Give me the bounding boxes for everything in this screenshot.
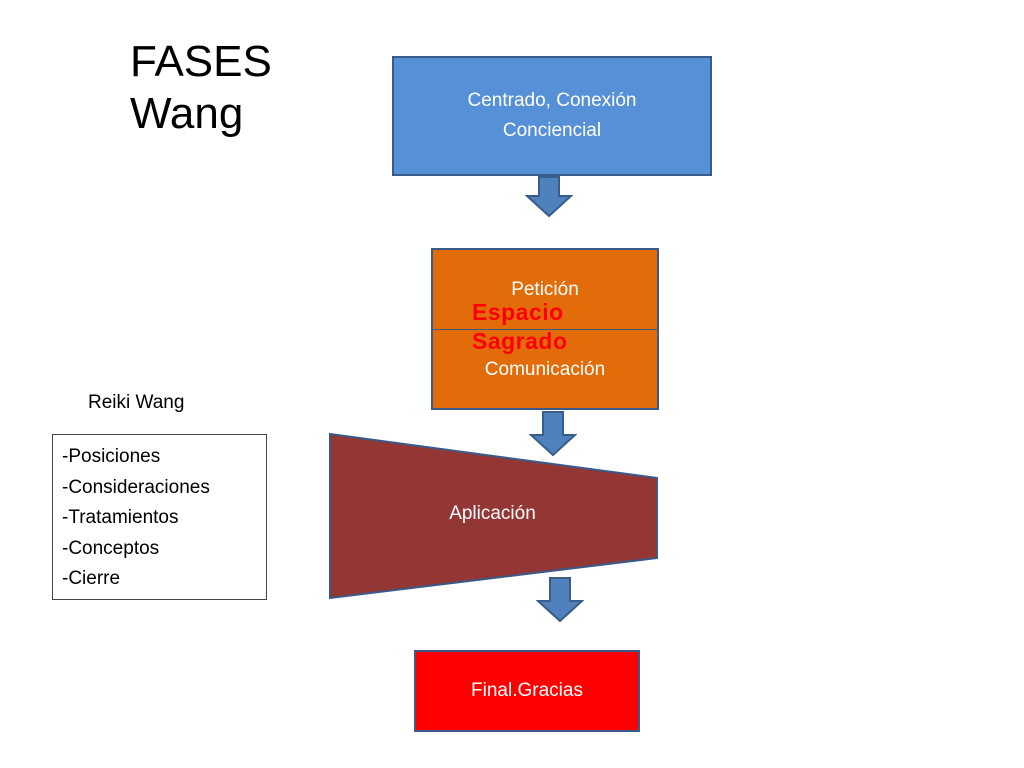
list-item: -Cierre xyxy=(62,568,121,589)
arrow-down-icon xyxy=(529,411,577,457)
page-title: FASES Wang xyxy=(130,36,272,140)
list-item: -Conceptos xyxy=(62,537,160,559)
step-aplicacion-label: Aplicación xyxy=(449,503,536,524)
list-item: -Consideraciones xyxy=(62,476,210,498)
step-centrado-label: Centrado, Conexión Conciencial xyxy=(467,90,637,141)
title-line-2: Wang xyxy=(130,89,244,138)
step-peticion-label: Petición xyxy=(511,278,579,300)
step-comunicacion-label: Comunicación xyxy=(484,358,606,380)
espacio-sagrado-label: Espacio Sagrado xyxy=(472,299,568,354)
list-item: -Posiciones xyxy=(62,446,161,467)
step-final-box: Final.Gracias xyxy=(414,650,640,732)
step-final-label: Final.Gracias xyxy=(471,680,583,701)
reiki-list-box: -Posiciones -Consideraciones -Tratamient… xyxy=(52,434,267,600)
title-line-1: FASES xyxy=(130,37,272,86)
aplicacion-trapezoid xyxy=(329,432,658,600)
step-peticion-comunicacion-box: Petición Comunicación xyxy=(431,248,659,410)
list-item: -Tratamientos xyxy=(62,507,179,528)
arrow-down-icon xyxy=(536,577,584,623)
reiki-wang-label: Reiki Wang xyxy=(88,392,185,413)
arrow-down-icon xyxy=(525,176,573,218)
step-centrado-box: Centrado, Conexión Conciencial xyxy=(392,56,712,176)
step-comunicacion: Comunicación xyxy=(433,329,657,409)
